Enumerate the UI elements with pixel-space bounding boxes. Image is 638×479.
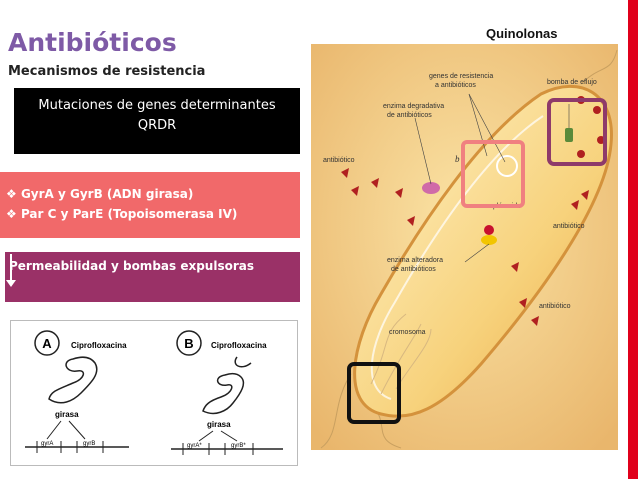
altering-enzyme	[481, 235, 497, 245]
panel-b-circle	[176, 330, 202, 356]
highlight-efflux-box	[547, 98, 607, 166]
label-chromosome: cromosoma	[389, 329, 426, 336]
panel-a-circle	[34, 330, 60, 356]
gyrase-diagram-svg: A Ciprofloxacina girasa gyrA gyrB B Cipr…	[25, 330, 283, 455]
antibiotic-mark-7	[581, 190, 589, 200]
antibiotic-mark-1	[341, 168, 349, 178]
antibiotic-mark-10	[531, 316, 539, 326]
panel-b-letter: B	[184, 336, 193, 351]
efflux-pump-shape	[565, 128, 573, 142]
leader-genes-2	[468, 93, 506, 163]
gyrase-item-1: ❖ GyrA y GyrB (ADN girasa)	[6, 187, 194, 201]
panel-a-letter: A	[42, 336, 52, 351]
highlight-plasmid-box	[461, 140, 525, 208]
panel-b-enzyme: girasa	[207, 420, 231, 429]
label-b: b	[455, 154, 460, 164]
antibiotic-mark-3	[371, 178, 379, 188]
cell-highlight	[370, 115, 544, 400]
antibiotic-dot-2	[593, 106, 601, 114]
permeability-text: Permeabilidad y bombas expulsoras	[9, 259, 254, 273]
flagellum-3	[580, 49, 618, 85]
antibiotic-mark-2	[351, 186, 359, 196]
qrdr-box: Mutaciones de genes determinantes QRDR	[14, 88, 300, 154]
label-altering-enzyme-1: enzima alteradora	[387, 257, 443, 264]
antibiotic-dot-4	[577, 150, 585, 158]
slide-subtitle: Mecanismos de resistencia	[8, 64, 206, 79]
antibiotic-mark-5	[407, 216, 415, 226]
plasmid-ring	[496, 155, 518, 177]
label-antibiotic-right: antibiótico	[553, 223, 585, 230]
gyrase-item-2: ❖ Par C y ParE (Topoisomerasa IV)	[6, 207, 238, 221]
qrdr-text-line2: QRDR	[137, 118, 177, 133]
accent-bar	[628, 0, 638, 479]
bacteria-illustration: genes de resistencia a antibióticos bomb…	[311, 44, 618, 450]
altering-enzyme-target	[484, 225, 494, 235]
antibiotic-mark-8	[511, 262, 519, 272]
leader-genes-1	[468, 93, 488, 157]
panel-a-gyrase-shape	[48, 356, 98, 404]
panel-b-gene2: gyrB*	[231, 443, 246, 449]
diamond-bullet-icon: ❖	[6, 187, 21, 201]
bacterium-cell	[353, 84, 613, 418]
antibiotic-mark-9	[519, 298, 527, 308]
panel-b-gyrase-shape	[202, 372, 245, 415]
panel-b-arrow-left	[198, 430, 214, 442]
label-altering-enzyme-2: de antibióticos	[391, 266, 436, 273]
panel-a-arrow-left	[46, 420, 62, 440]
antibiotic-mark-4	[395, 188, 403, 198]
label-resistance-genes-2: a antibióticos	[435, 82, 476, 89]
panel-b-arrow-right	[220, 430, 238, 442]
highlight-chromosome-box	[347, 362, 401, 424]
panel-a-gene1: gyrA	[41, 441, 53, 447]
label-antibiotic-left: antibiótico	[323, 157, 355, 164]
panel-b-drug-shape	[234, 356, 252, 368]
panel-a-gene2: gyrB	[83, 441, 95, 447]
diamond-bullet-icon: ❖	[6, 207, 21, 221]
label-degrading-enzyme-1: enzima degradativa	[383, 103, 444, 110]
down-arrow-head-icon	[6, 280, 16, 287]
permeability-box: Permeabilidad y bombas expulsoras	[5, 252, 300, 302]
panel-a-arrow-right	[68, 420, 86, 440]
antibiotic-mark-6	[571, 200, 579, 210]
leader-lines	[414, 93, 570, 263]
qrdr-text-line1: Mutaciones de genes determinantes	[38, 98, 276, 113]
leader-altering	[464, 243, 490, 263]
gyrase-diagram: A Ciprofloxacina girasa gyrA gyrB B Cipr…	[10, 320, 298, 466]
panel-b-gene1: gyrA*	[187, 443, 202, 449]
down-arrow-icon	[10, 254, 12, 282]
panel-a-enzyme: girasa	[55, 410, 79, 419]
leader-degrading	[414, 117, 432, 185]
slide-title: Antibióticos	[8, 28, 177, 57]
label-degrading-enzyme-2: de antibióticos	[387, 112, 432, 119]
gyrase-box: ❖ GyrA y GyrB (ADN girasa) ❖ Par C y Par…	[0, 172, 300, 238]
label-resistance-genes-1: genes de resistencia	[429, 73, 493, 80]
flagellum-1	[320, 373, 352, 449]
label-antibiotic-bottom: antibiótico	[539, 303, 571, 310]
degrading-enzyme	[422, 182, 440, 194]
topic-label: Quinolonas	[486, 26, 558, 41]
label-efflux-pump: bomba de eflujo	[547, 79, 597, 86]
bacteria-svg: genes de resistencia a antibióticos bomb…	[311, 44, 618, 450]
panel-b-drug: Ciprofloxacina	[211, 341, 267, 350]
panel-a-drug: Ciprofloxacina	[71, 341, 127, 350]
